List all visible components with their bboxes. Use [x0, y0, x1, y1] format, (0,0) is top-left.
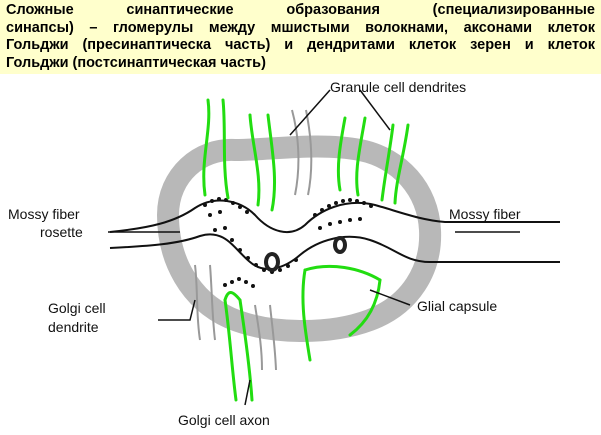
- glial-capsule-shape: [156, 135, 442, 342]
- mossy-fiber-upper: [109, 199, 560, 234]
- caption-line-3: Гольджи (пресинаптическа часть) и дендри…: [6, 37, 595, 53]
- synaptic-vesicles: [203, 197, 373, 288]
- caption-line-1: Сложные синаптические образования (специ…: [6, 2, 595, 18]
- label-glial-capsule: Glial capsule: [417, 298, 497, 314]
- label-mossy-fiber: Mossy fiber: [449, 206, 521, 222]
- granule-cell-dendrites-shapes: [202, 98, 410, 402]
- caption-line-2: синапсы) – гломерулы между мшистыми воло…: [6, 19, 595, 36]
- caption-line-4: Гольджи (постсинаптическая часть): [6, 54, 266, 71]
- golgi-cell-dendrite-shapes: [194, 109, 313, 371]
- leader-lines: [108, 89, 520, 406]
- label-mossy-fiber-rosette-line2: rosette: [40, 224, 83, 240]
- label-golgi-cell-axon: Golgi cell axon: [178, 412, 270, 428]
- label-golgi-cell-dendrites-line2: dendrite: [48, 319, 99, 335]
- caption-box: Сложные синаптические образования (специ…: [0, 0, 601, 74]
- label-granule-cell-dendrites: Granule cell dendrites: [330, 79, 466, 95]
- label-golgi-cell-dendrites-line1: Golgi cell: [48, 300, 106, 316]
- label-mossy-fiber-rosette-line1: Mossy fiber: [8, 206, 80, 222]
- mitochondria: [264, 236, 347, 272]
